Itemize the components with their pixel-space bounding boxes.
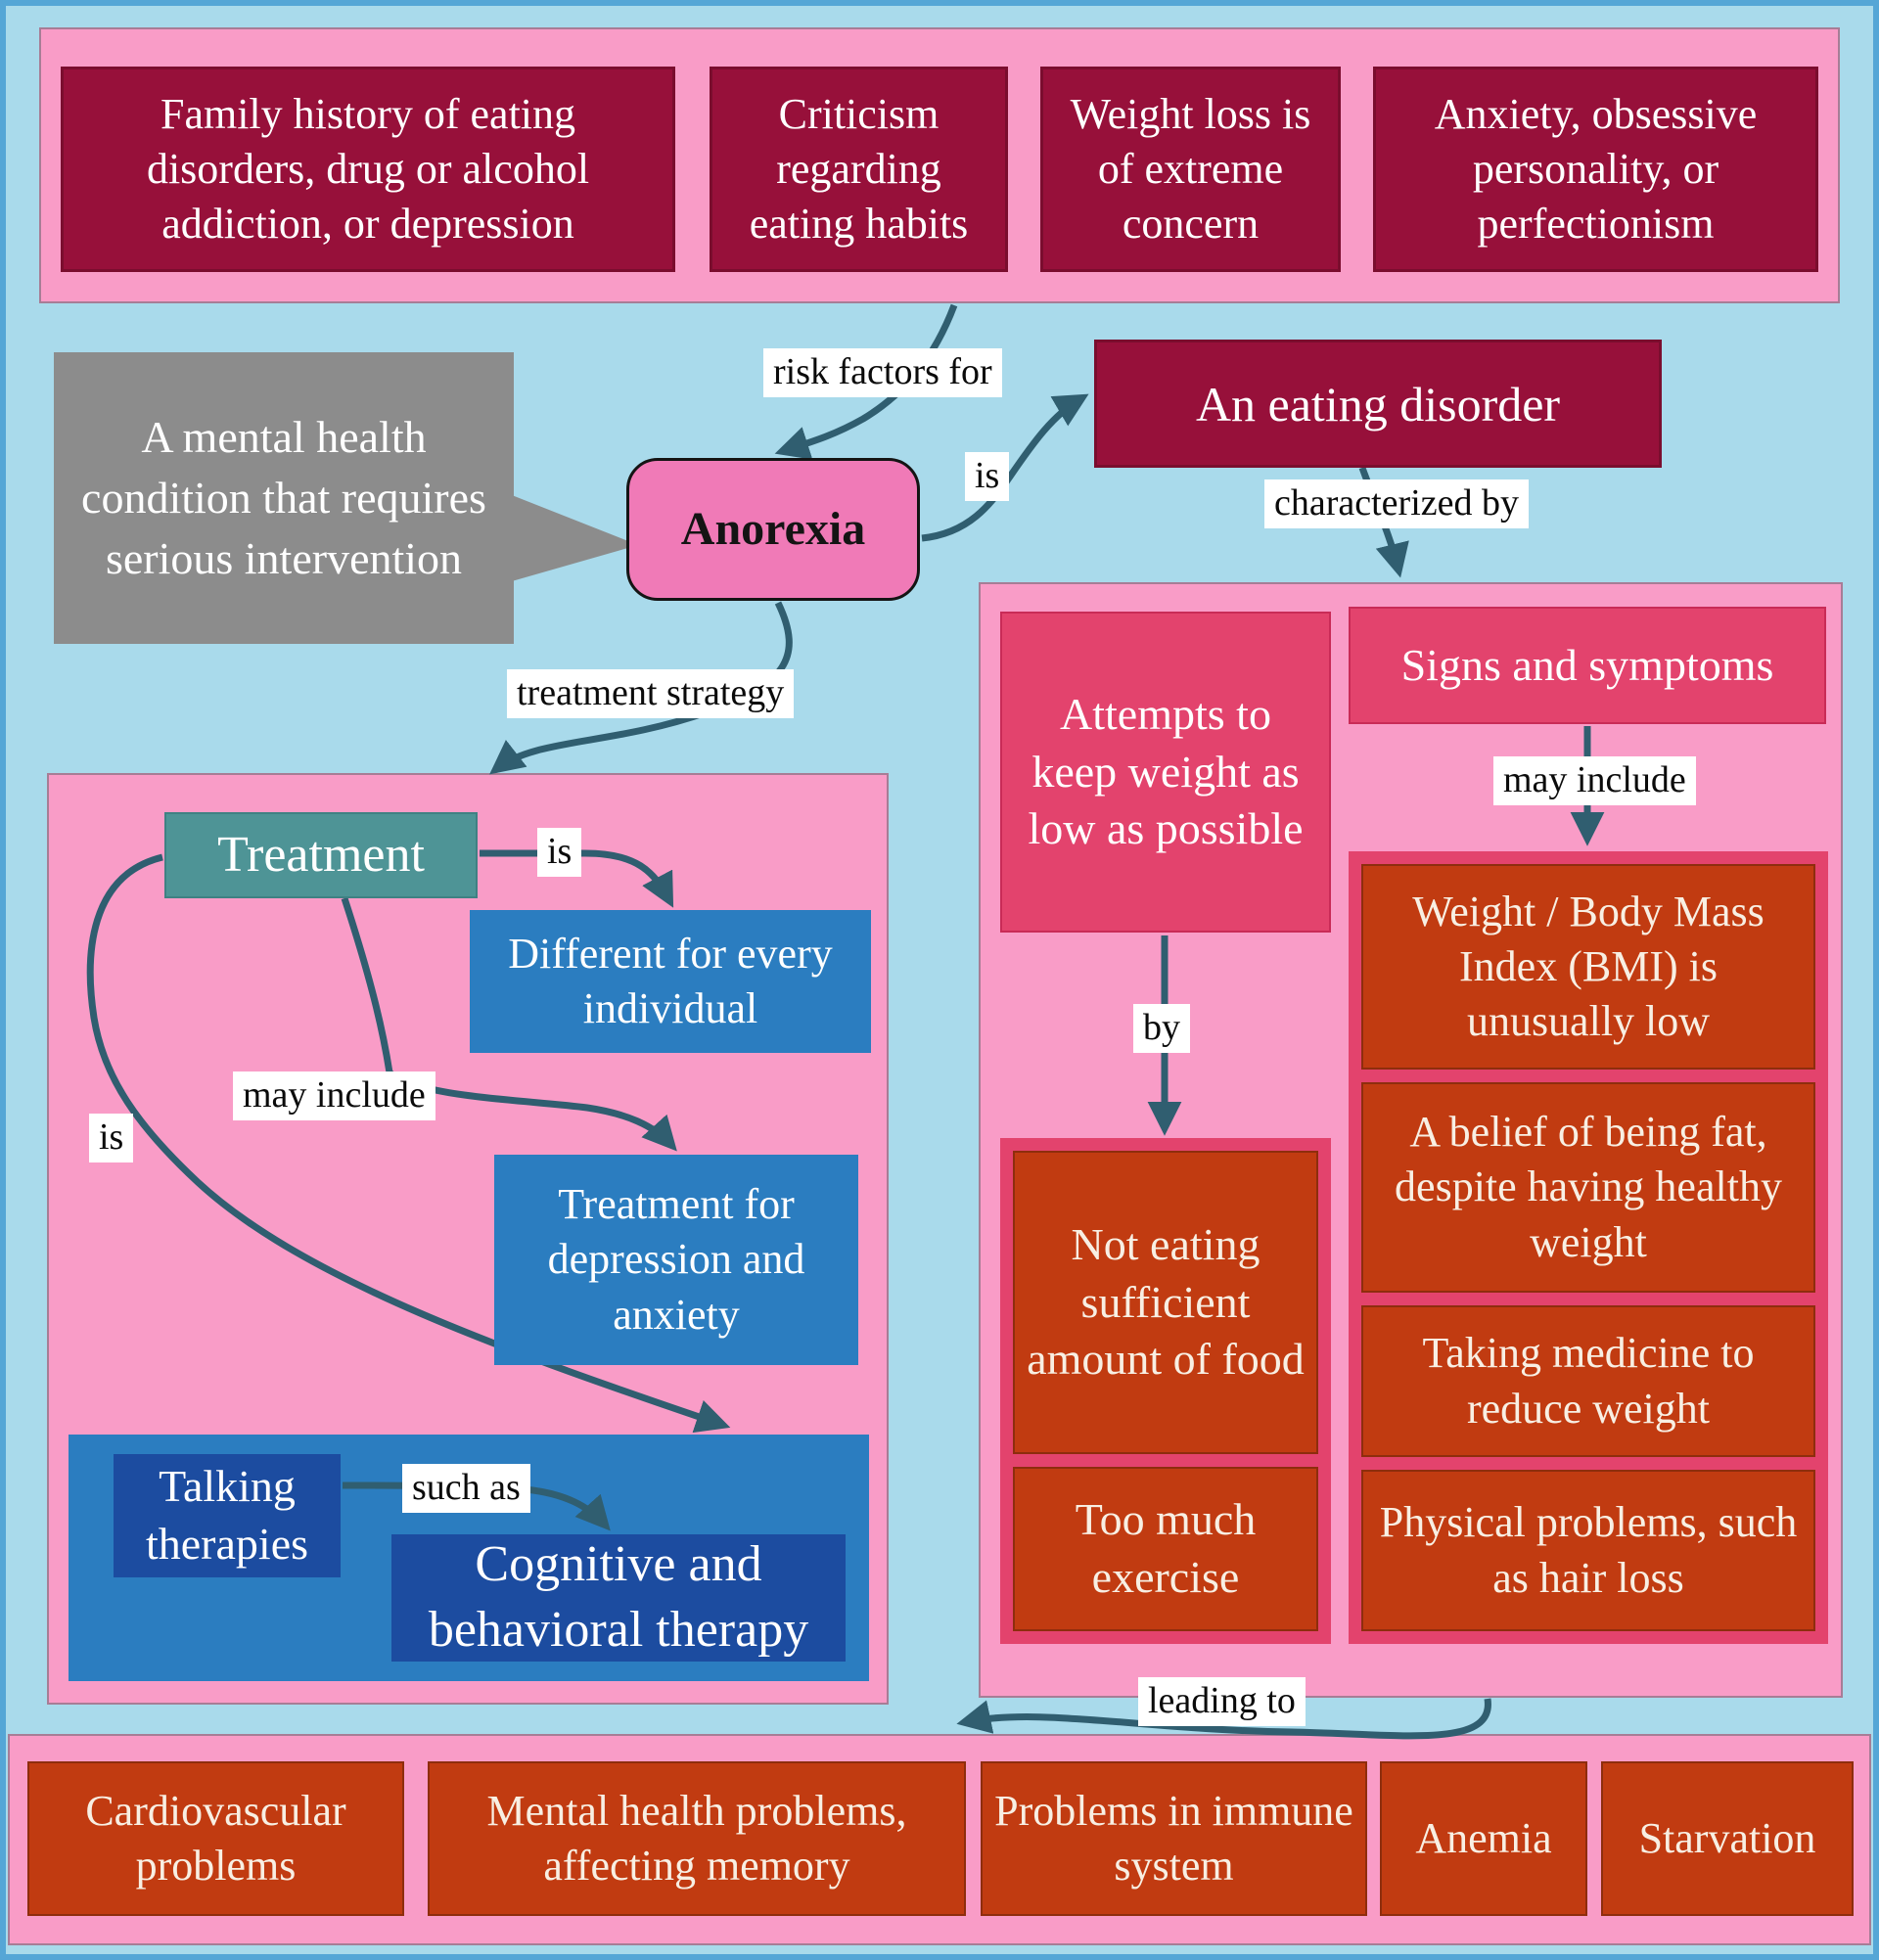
edge-is-disorder xyxy=(921,393,1089,542)
risk-factor-criticism: Criticism regarding eating habits xyxy=(710,67,1008,272)
signs-node: Signs and symptoms xyxy=(1349,607,1826,724)
treatment-node: Treatment xyxy=(164,812,478,898)
edge-label-by: by xyxy=(1133,1004,1190,1053)
symptom-physical: Physical problems, such as hair loss xyxy=(1361,1470,1815,1631)
signs-label: Signs and symptoms xyxy=(1400,639,1774,690)
edge-label-treatment-strategy: treatment strategy xyxy=(507,669,795,718)
consequence-starvation: Starvation xyxy=(1601,1761,1854,1916)
anorexia-node: Anorexia xyxy=(626,458,920,601)
attempts-node: Attempts to keep weight as low as possib… xyxy=(1000,612,1331,933)
edge-may-include-treatment xyxy=(341,896,677,1152)
consequence-label: Mental health problems, affecting memory xyxy=(486,1786,907,1890)
risk-factor-label: Family history of eating disorders, drug… xyxy=(146,89,590,249)
edge-label-characterized-by: characterized by xyxy=(1264,479,1529,528)
risk-factor-family-history: Family history of eating disorders, drug… xyxy=(61,67,675,272)
edge-label-risk-factors-for: risk factors for xyxy=(763,348,1002,397)
consequence-cardiovascular: Cardiovascular problems xyxy=(27,1761,404,1916)
risk-factor-label: Criticism regarding eating habits xyxy=(749,89,969,249)
edge-label-such-as: such as xyxy=(402,1464,530,1513)
consequence-label: Cardiovascular problems xyxy=(85,1786,346,1890)
behavior-not-eating: Not eating sufficient amount of food xyxy=(1013,1151,1318,1454)
edge-label-is-disorder: is xyxy=(965,452,1010,501)
risk-factor-label: Anxiety, obsessive personality, or perfe… xyxy=(1434,89,1758,249)
consequence-anemia: Anemia xyxy=(1380,1761,1587,1916)
talking-therapies-node: Talking therapies xyxy=(114,1454,341,1577)
edge-label-may-include-symptoms: may include xyxy=(1493,756,1696,805)
symptom-label: Weight / Body Mass Index (BMI) is unusua… xyxy=(1412,887,1764,1046)
consequence-label: Starvation xyxy=(1638,1813,1816,1862)
behavior-exercise: Too much exercise xyxy=(1013,1467,1318,1631)
edge-risk-factors-for xyxy=(774,303,958,460)
different-node: Different for every individual xyxy=(470,910,871,1053)
different-label: Different for every individual xyxy=(508,929,833,1032)
risk-factor-anxiety: Anxiety, obsessive personality, or perfe… xyxy=(1373,67,1818,272)
symptom-label: Taking medicine to reduce weight xyxy=(1422,1329,1755,1433)
definition-text: A mental health condition that requires … xyxy=(81,411,486,584)
depression-treatment-label: Treatment for depression and anxiety xyxy=(547,1180,805,1339)
callout-tail xyxy=(512,495,638,581)
risk-factor-label: Weight loss is of extreme concern xyxy=(1070,89,1311,249)
symptom-belief: A belief of being fat, despite having he… xyxy=(1361,1082,1815,1293)
edge-leading-to xyxy=(956,1698,1491,1740)
behavior-label: Not eating sufficient amount of food xyxy=(1027,1218,1305,1385)
symptom-label: Physical problems, such as hair loss xyxy=(1379,1498,1798,1602)
cbt-label: Cognitive and behavioral therapy xyxy=(428,1536,809,1658)
edge-label-is-different: is xyxy=(537,828,582,877)
attempts-label: Attempts to keep weight as low as possib… xyxy=(1028,688,1304,854)
consequence-label: Problems in immune system xyxy=(994,1786,1353,1890)
treatment-label: Treatment xyxy=(217,826,425,883)
behavior-label: Too much exercise xyxy=(1075,1494,1257,1602)
anorexia-label: Anorexia xyxy=(680,503,866,556)
symptom-label: A belief of being fat, despite having he… xyxy=(1395,1108,1782,1266)
talking-therapies-label: Talking therapies xyxy=(145,1461,309,1569)
edge-label-leading-to: leading to xyxy=(1138,1677,1306,1726)
symptom-medicine: Taking medicine to reduce weight xyxy=(1361,1305,1815,1457)
cbt-node: Cognitive and behavioral therapy xyxy=(391,1534,846,1662)
edge-label-is-talking: is xyxy=(89,1114,134,1162)
eating-disorder-label: An eating disorder xyxy=(1195,376,1561,432)
symptom-bmi: Weight / Body Mass Index (BMI) is unusua… xyxy=(1361,864,1815,1070)
definition-callout: A mental health condition that requires … xyxy=(54,352,514,644)
risk-factor-weight-loss: Weight loss is of extreme concern xyxy=(1040,67,1341,272)
eating-disorder-node: An eating disorder xyxy=(1094,340,1662,468)
edge-label-may-include-treatment: may include xyxy=(233,1071,435,1120)
consequence-immune: Problems in immune system xyxy=(981,1761,1367,1916)
consequence-mental-health: Mental health problems, affecting memory xyxy=(428,1761,966,1916)
consequence-label: Anemia xyxy=(1415,1813,1552,1862)
depression-treatment-node: Treatment for depression and anxiety xyxy=(494,1155,858,1365)
edge-is-different xyxy=(480,849,674,908)
